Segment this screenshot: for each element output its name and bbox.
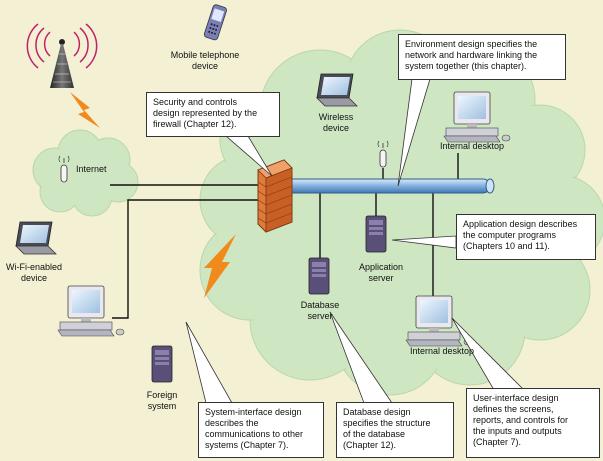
label-line: device [191, 61, 218, 71]
wireless-access-point-icon [58, 155, 70, 183]
callout-line: defines the screens, [473, 404, 554, 414]
application-server-label: Application server [348, 262, 414, 284]
system-interface-callout: System-interface design describes the co… [198, 402, 324, 458]
callout-line: network and hardware linking the [405, 50, 538, 60]
callout-line: system together (this chapter). [405, 61, 527, 71]
environment-callout: Environment design specifies the network… [398, 34, 566, 80]
firewall-icon [257, 159, 293, 233]
callout-line: (Chapter 7). [473, 437, 522, 447]
label-line: server [307, 311, 333, 321]
callout-line: reports, and controls for [473, 415, 569, 425]
label-line: Foreign [146, 390, 178, 400]
callout-line: Database design [343, 407, 411, 417]
network-links [110, 153, 459, 319]
callout-line: (Chapters 10 and 11). [463, 241, 550, 251]
label-line: Database [300, 300, 340, 310]
label-line: device [322, 123, 349, 133]
callout-line: the inputs and outputs [473, 426, 562, 436]
database-callout: Database design specifies the structure … [336, 402, 454, 458]
callout-line: systems (Chapter 7). [205, 440, 289, 450]
foreign-system-label: Foreign system [136, 390, 188, 412]
laptop-icon [15, 221, 57, 255]
label-line: Wireless [318, 112, 354, 122]
laptop-icon [316, 73, 358, 107]
callout-line: User-interface design [473, 393, 559, 403]
lightning-bolt-icon [204, 234, 236, 298]
mobile-phone-icon [203, 4, 227, 41]
network-backbone [275, 178, 495, 194]
callout-line: firewall (Chapter 12). [153, 119, 237, 129]
callout-line: Environment design specifies the [405, 39, 538, 49]
internet-label: Internet [76, 164, 107, 174]
lightning-bolt-icon [70, 92, 100, 128]
wireless-access-point-icon [377, 140, 389, 168]
callout-line: design represented by the [153, 108, 258, 118]
callout-line: (Chapter 12). [343, 440, 397, 450]
callout-line: Application design describes [463, 219, 578, 229]
callout-line: specifies the structure [343, 418, 431, 428]
label-line: device [20, 273, 47, 283]
wifi-device-label: Wi-Fi-enabled device [0, 262, 68, 284]
label-line: server [368, 273, 394, 283]
callout-line: the computer programs [463, 230, 557, 240]
callout-line: communications to other [205, 429, 304, 439]
application-callout: Application design describes the compute… [456, 214, 596, 260]
desktop-computer-icon [443, 91, 511, 143]
label-line: Application [358, 262, 404, 272]
label-line: system [147, 401, 177, 411]
label-line: Wi-Fi-enabled [5, 262, 63, 272]
label-line: Mobile telephone [170, 50, 240, 60]
callout-line: describes the [205, 418, 259, 428]
server-tower-icon [365, 215, 387, 253]
radio-tower-icon [26, 23, 98, 88]
internal-desktop-label-top: Internal desktop [439, 141, 505, 151]
mobile-device-label: Mobile telephone device [150, 50, 260, 72]
callout-line: of the database [343, 429, 406, 439]
wireless-device-label: Wireless device [308, 112, 364, 134]
internal-desktop-label-bottom: Internal desktop [409, 346, 475, 356]
user-interface-callout: User-interface design defines the screen… [466, 388, 600, 458]
callout-line: Security and controls [153, 97, 238, 107]
desktop-computer-icon [405, 295, 473, 347]
database-server-label: Database server [290, 300, 350, 322]
security-callout: Security and controls design represented… [146, 92, 280, 137]
desktop-computer-icon [57, 285, 125, 337]
server-tower-icon [308, 257, 330, 295]
server-tower-icon [151, 345, 173, 383]
callout-pointers [185, 78, 525, 404]
callout-line: System-interface design [205, 407, 302, 417]
